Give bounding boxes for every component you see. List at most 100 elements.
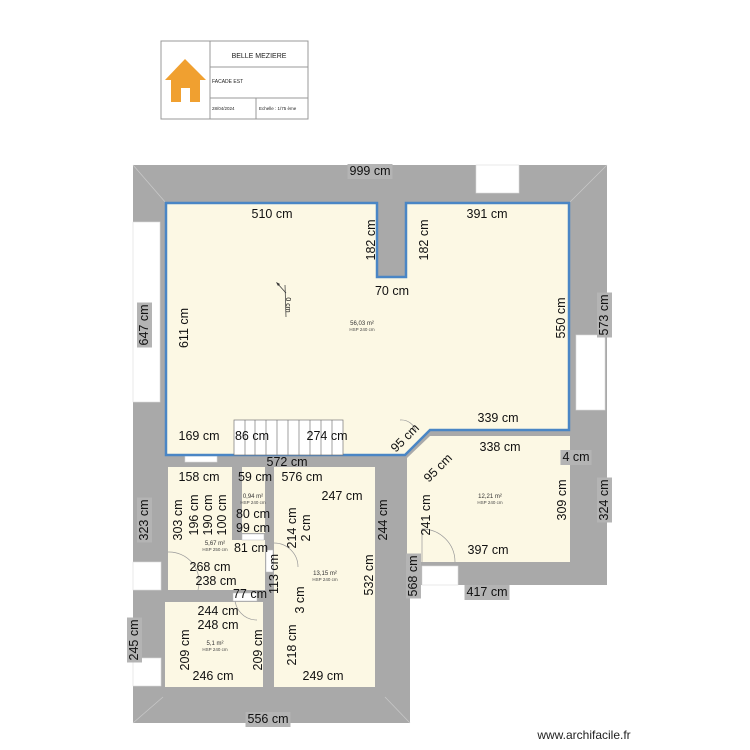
dimension-label: 238 cm (196, 574, 237, 588)
dimension-label: 247 cm (322, 489, 363, 503)
dimension-label: 86 cm (235, 429, 269, 443)
dimension-label: 218 cm (285, 625, 299, 666)
room-small-storage[interactable] (242, 467, 265, 533)
dimension-label: 77 cm (233, 587, 267, 601)
dimension-label: 59 cm (238, 470, 272, 484)
dimension-label: 510 cm (252, 207, 293, 221)
dimension-text: 3 cm (293, 586, 307, 613)
room-height-label: HSP 250 cm (202, 547, 227, 552)
room-height-label: HSP 240 cm (477, 500, 502, 505)
dimension-label: 169 cm (179, 429, 220, 443)
dimension-text: 80 cm (236, 507, 270, 521)
dimension-text: 568 cm (406, 556, 420, 597)
room-area-label: 5,1 m² (206, 641, 223, 647)
door-openings (232, 533, 274, 602)
dimension-label: 244 cm (376, 500, 390, 541)
dimension-text: 241 cm (419, 495, 433, 536)
dimension-text: 611 cm (177, 308, 191, 348)
dimension-text: 113 cm (267, 554, 281, 594)
dimension-label: 209 cm (251, 630, 265, 671)
dimension-text: 196 cm (187, 495, 201, 536)
dimension-label: 113 cm (267, 554, 281, 594)
wall-corner-lines (132, 164, 608, 724)
dimension-text: 556 cm (248, 712, 289, 726)
dimension-text: 339 cm (478, 411, 519, 425)
dimension-text: 246 cm (193, 669, 234, 683)
dimension-text: 0 cm (284, 297, 291, 312)
dimension-label: 338 cm (480, 440, 521, 454)
watermark: www.archifacile.fr (536, 728, 630, 742)
dimension-text: 81 cm (234, 541, 268, 555)
title-block: BELLE MEZIERE FACADE EST 28/04/2024 Eche… (160, 40, 309, 120)
dimension-label-bg (137, 497, 152, 543)
dimension-text: 4 cm (562, 450, 589, 464)
room-5-1[interactable] (165, 602, 263, 687)
room-13-15[interactable] (274, 467, 375, 687)
room-5-67[interactable] (168, 467, 265, 590)
dimension-label: 4 cm (560, 450, 592, 465)
dimension-label: 245 cm (127, 617, 142, 663)
dimension-label: 209 cm (178, 630, 192, 671)
dimension-text: 209 cm (251, 630, 265, 671)
dimension-text: 244 cm (198, 604, 239, 618)
dimension-label: 568 cm (406, 553, 421, 599)
house-icon (165, 59, 206, 102)
dimension-text: 249 cm (303, 669, 344, 683)
dimension-text: 86 cm (235, 429, 269, 443)
dimension-text: 417 cm (467, 585, 508, 599)
dimension-text: 510 cm (252, 207, 293, 221)
date-label: 28/04/2024 (212, 106, 235, 111)
dimension-label: 244 cm (198, 604, 239, 618)
dimension-text: 397 cm (468, 543, 509, 557)
dimension-text: 59 cm (238, 470, 272, 484)
dimension-text: 158 cm (179, 470, 220, 484)
dimension-label: 214 cm (285, 508, 299, 549)
dimension-text: 338 cm (480, 440, 521, 454)
dimension-label: 70 cm (375, 284, 409, 298)
dimension-label: 550 cm (554, 298, 568, 339)
dimension-label: 309 cm (555, 480, 569, 521)
dimension-label: 999 cm (347, 164, 393, 179)
staircase[interactable] (233, 419, 344, 456)
room-height-label: HSP 240 cm (349, 327, 374, 332)
dimension-text: 77 cm (233, 587, 267, 601)
dimension-label: 3 cm (293, 586, 307, 613)
dimension-text: 323 cm (137, 500, 151, 541)
dimension-text: 190 cm (201, 495, 215, 536)
dimension-text: 182 cm (417, 220, 431, 261)
dimension-label-bg (245, 712, 291, 727)
dimension-label: 572 cm (267, 455, 308, 469)
dimension-text: 70 cm (375, 284, 409, 298)
scale-label: Echelle : 1/75 ème (259, 106, 297, 111)
room-area-label: 12,21 m² (478, 494, 502, 500)
dimension-text: 244 cm (376, 500, 390, 541)
room-bedroom[interactable] (407, 436, 570, 562)
dimension-label: 246 cm (193, 669, 234, 683)
dimension-text: 214 cm (285, 508, 299, 549)
dimension-text: 245 cm (127, 620, 141, 661)
dimension-label: 647 cm (137, 302, 152, 348)
room-area-label: 5,67 m² (205, 541, 225, 547)
dimension-label: 182 cm (417, 220, 431, 261)
dimension-text: 303 cm (171, 500, 185, 541)
dimension-text: 391 cm (467, 207, 508, 221)
dimension-label: 339 cm (478, 411, 519, 425)
dimension-text: 572 cm (267, 455, 308, 469)
dimension-label: 274 cm (307, 429, 348, 443)
dimension-text: 550 cm (554, 298, 568, 339)
dimension-text: 324 cm (597, 480, 611, 521)
dimension-text: 268 cm (190, 560, 231, 574)
dimension-text: 247 cm (322, 489, 363, 503)
dimension-text: 647 cm (137, 305, 151, 346)
dimension-text: 2 cm (299, 514, 313, 541)
dimension-label: 158 cm (179, 470, 220, 484)
room-area-label: 13,15 m² (313, 571, 337, 577)
dimension-text: 274 cm (307, 429, 348, 443)
dimension-label: 190 cm (201, 495, 215, 536)
dimension-label: 268 cm (190, 560, 231, 574)
dimension-text: 248 cm (198, 618, 239, 632)
dimension-text: 209 cm (178, 630, 192, 671)
dimension-label-bg (597, 477, 612, 523)
dimension-label: 2 cm (299, 514, 313, 541)
